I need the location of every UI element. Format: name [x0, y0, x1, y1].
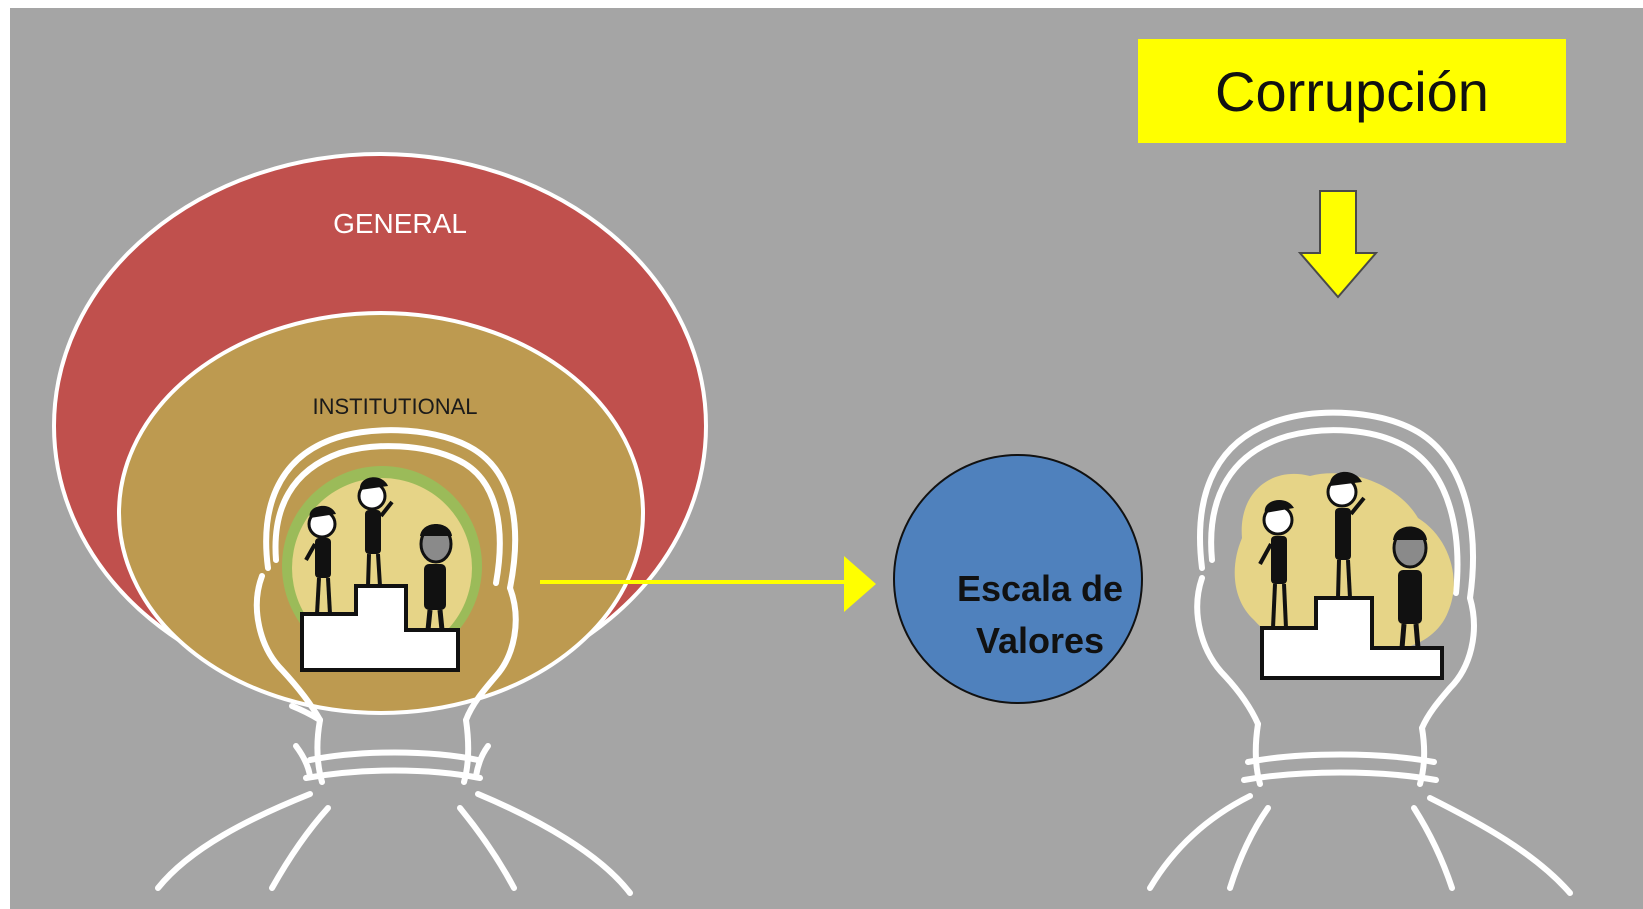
corruption-label: Corrupción: [1215, 59, 1489, 123]
corruption-box: Corrupción: [1138, 39, 1566, 143]
institutional-label: INSTITUTIONAL: [312, 394, 478, 419]
arrow-down-icon: [1297, 190, 1379, 299]
people-on-podium-icon: [1258, 471, 1444, 680]
diagram-canvas: [52, 152, 1573, 896]
value-scale-line-1: Escala de: [956, 568, 1124, 609]
head-outline-icon: [155, 427, 633, 896]
value-scale-label: Escala de Valores: [935, 563, 1145, 667]
value-scale-circle: [893, 454, 1143, 704]
arrow-right-icon: [540, 556, 876, 612]
value-scale-line-2: Valores: [975, 620, 1105, 661]
people-on-podium-icon: [300, 477, 460, 672]
slide: GENERAL INSTITUTIONAL Escala de Valores …: [10, 8, 1643, 909]
general-label: GENERAL: [333, 208, 467, 239]
head-outline-icon: [1147, 409, 1573, 896]
